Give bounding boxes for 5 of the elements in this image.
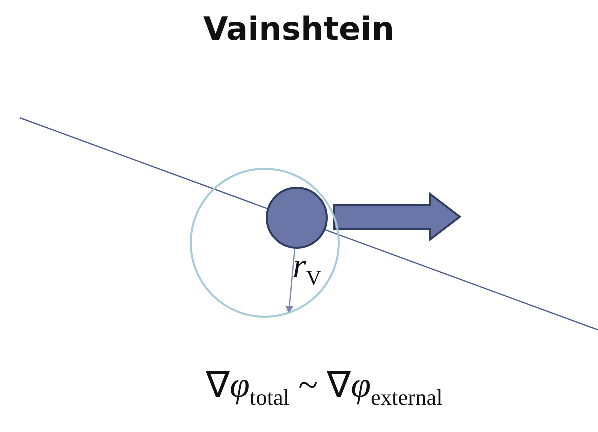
radius-arrow (286, 248, 296, 314)
formula-label: ∇φ$_{total}$ ~ ∇φ$_{external}$ (206, 364, 443, 412)
vainshtein-radius-circle (190, 168, 340, 318)
title: Vainshtein (202, 10, 396, 48)
radius-label: r$_{V}$ (293, 248, 322, 291)
